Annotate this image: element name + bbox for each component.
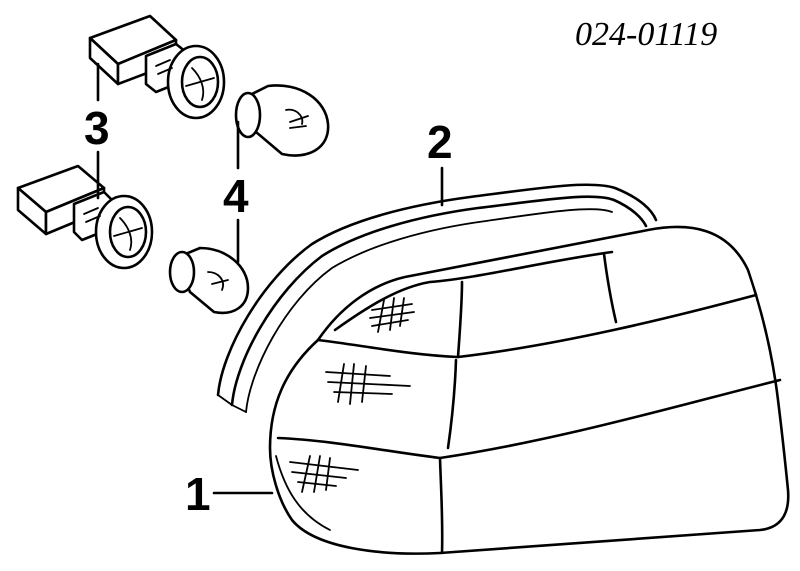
part-number: 024-01119 [575, 16, 717, 53]
lens-hatch-middle [325, 363, 411, 405]
callout-4: 4 [223, 170, 249, 222]
bulb-lower[interactable] [168, 246, 250, 315]
leader-lines [96, 62, 444, 495]
bulb-socket-lower[interactable] [16, 164, 154, 270]
bulb-socket-upper[interactable] [88, 14, 226, 120]
tail-lamp-assembly[interactable] [268, 225, 790, 555]
bulb-upper[interactable] [234, 84, 330, 157]
lens-hatch-bottom [289, 455, 359, 493]
callout-2: 2 [427, 116, 453, 168]
lens-hatch-top [369, 297, 415, 333]
callout-1: 1 [185, 468, 211, 520]
callout-3: 3 [84, 102, 110, 154]
